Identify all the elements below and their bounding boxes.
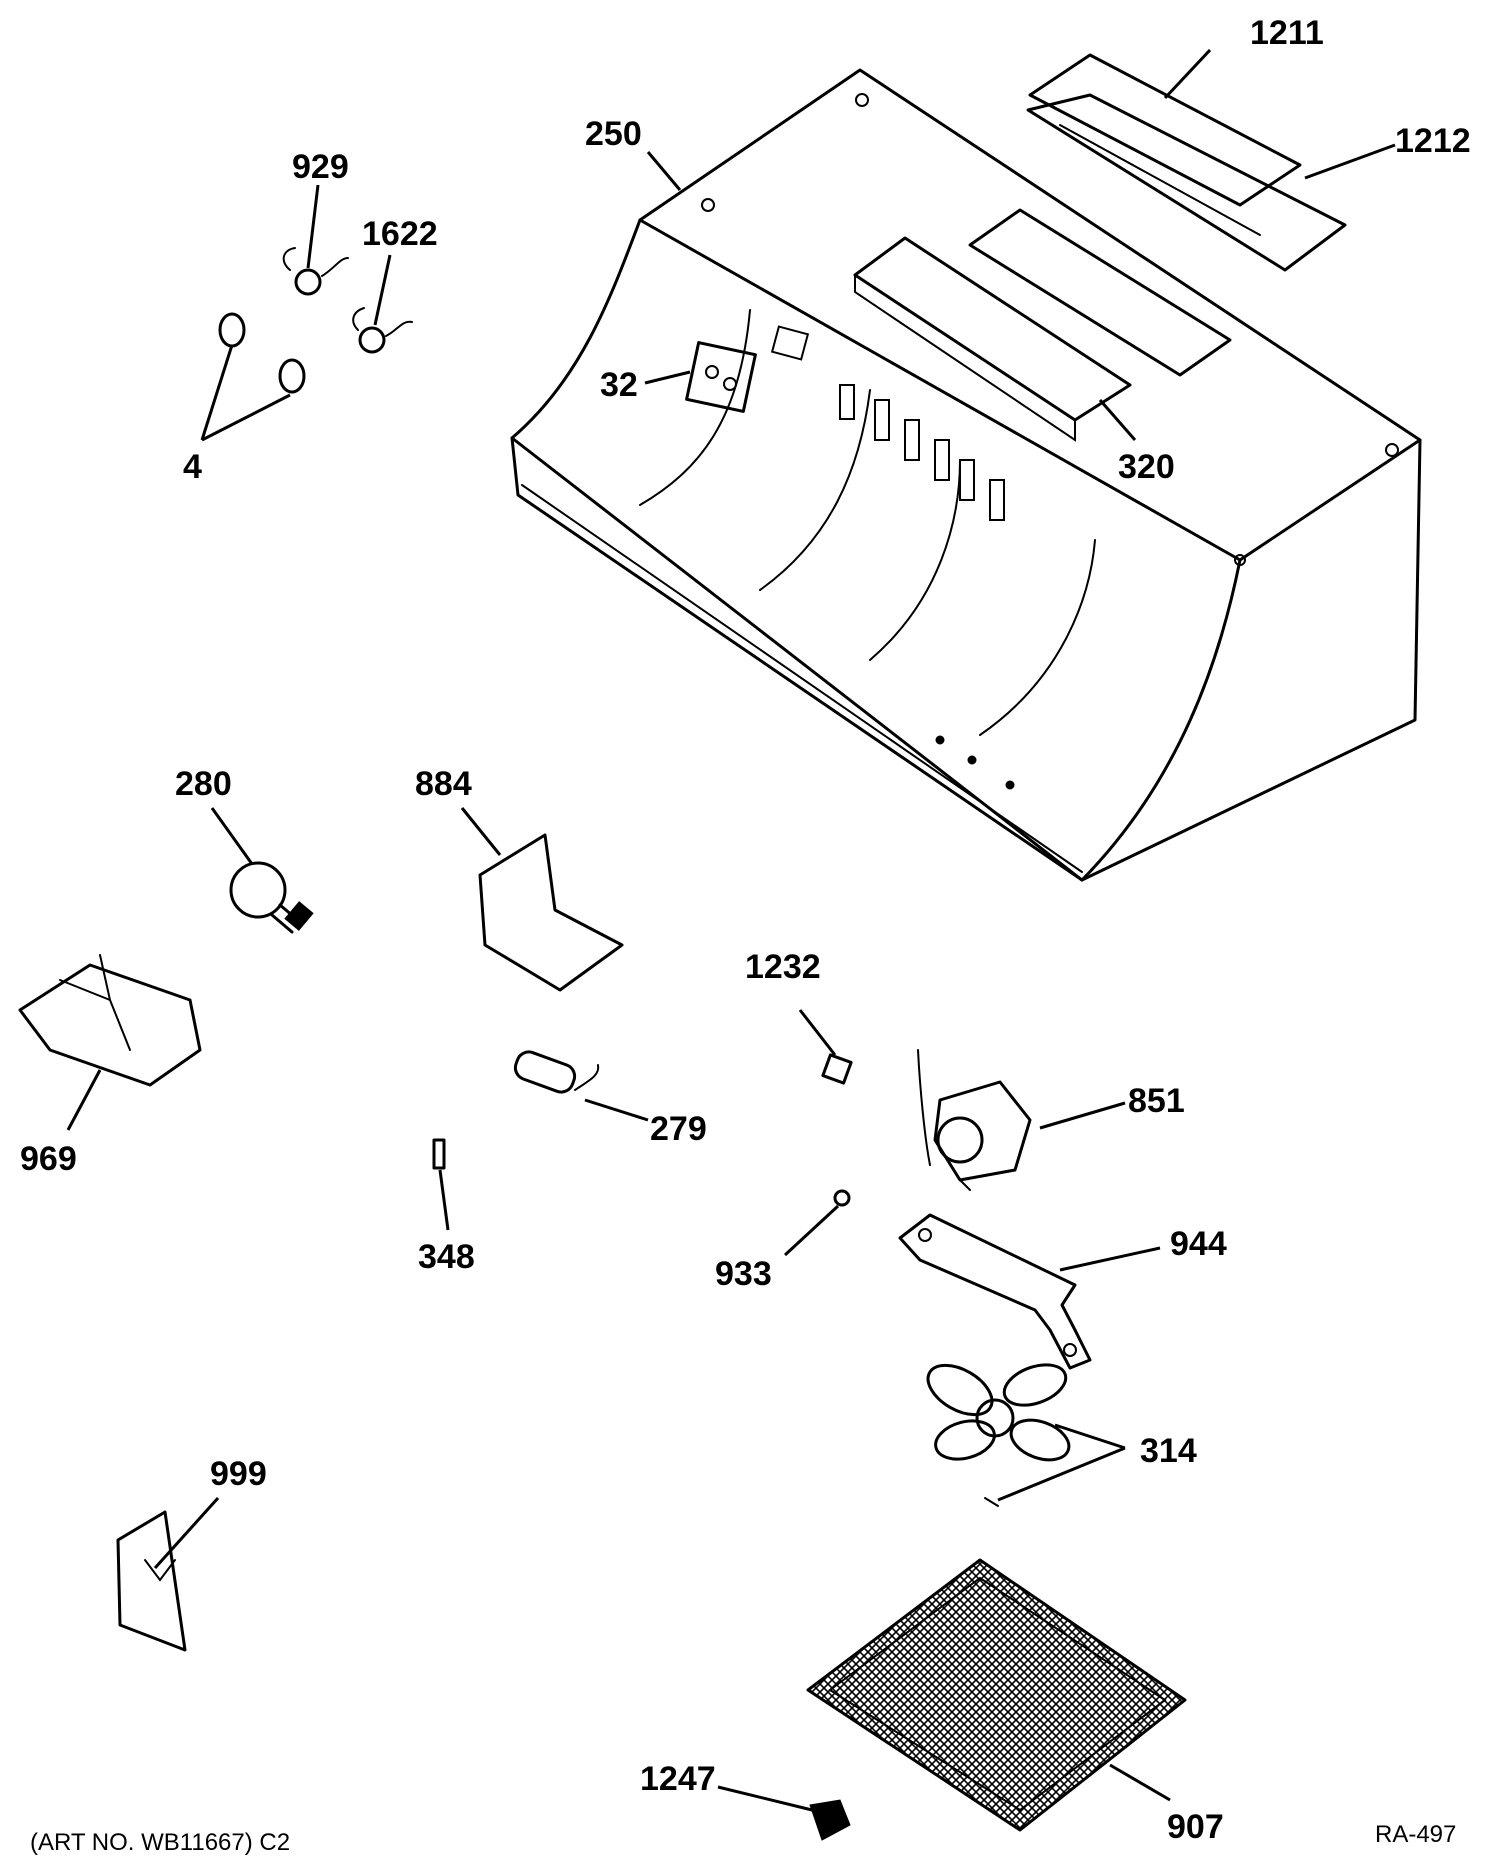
art-number-note: (ART NO. WB11667) C2: [30, 1829, 290, 1856]
washer-933: [833, 1189, 851, 1207]
label-929: 929: [292, 148, 349, 186]
literature-envelope: [116, 1510, 187, 1652]
label-1232: 1232: [745, 948, 821, 986]
label-884: 884: [415, 765, 472, 803]
capacitor: [513, 1050, 600, 1094]
nut-1232: [821, 1053, 853, 1085]
switch-plate: [685, 341, 757, 413]
label-907: 907: [1167, 1808, 1224, 1846]
housing-vents: [839, 384, 1005, 521]
label-4: 4: [183, 448, 202, 486]
label-250: 250: [585, 115, 642, 153]
part-labels: 1211 1212 250 929 1622 4 32 320 280 884 …: [20, 14, 1471, 1846]
reference-code: RA-497: [1375, 1821, 1456, 1848]
label-1622: 1622: [362, 215, 438, 253]
clip-348: [432, 1138, 446, 1170]
filter-knob: [809, 1799, 851, 1841]
light-bulb: [229, 861, 314, 934]
motor-bracket: [898, 1213, 1092, 1370]
leader-lines: [66, 48, 1396, 1812]
label-280: 280: [175, 765, 232, 803]
label-1211: 1211: [1250, 14, 1324, 52]
bracket-884: [478, 833, 624, 992]
switch-929: [282, 247, 349, 296]
label-933: 933: [715, 1255, 772, 1293]
label-969: 969: [20, 1140, 77, 1178]
fan-blade: [926, 1363, 1071, 1507]
grease-filter: [806, 1558, 1187, 1832]
label-348: 348: [418, 1238, 475, 1276]
label-944: 944: [1170, 1225, 1227, 1263]
label-32: 32: [600, 366, 638, 404]
label-1247: 1247: [640, 1760, 716, 1798]
switch-1622: [352, 307, 413, 354]
label-1212: 1212: [1395, 122, 1471, 160]
fan-motor: [917, 1049, 1032, 1191]
label-851: 851: [1128, 1082, 1185, 1120]
label-320: 320: [1118, 448, 1175, 486]
knobs: [218, 312, 306, 394]
hood-housing: [510, 68, 1422, 882]
lamp-lens: [18, 954, 202, 1087]
top-plate-assembly: [1026, 53, 1347, 272]
label-279: 279: [650, 1110, 707, 1148]
label-314: 314: [1140, 1432, 1197, 1470]
label-999: 999: [210, 1455, 267, 1493]
